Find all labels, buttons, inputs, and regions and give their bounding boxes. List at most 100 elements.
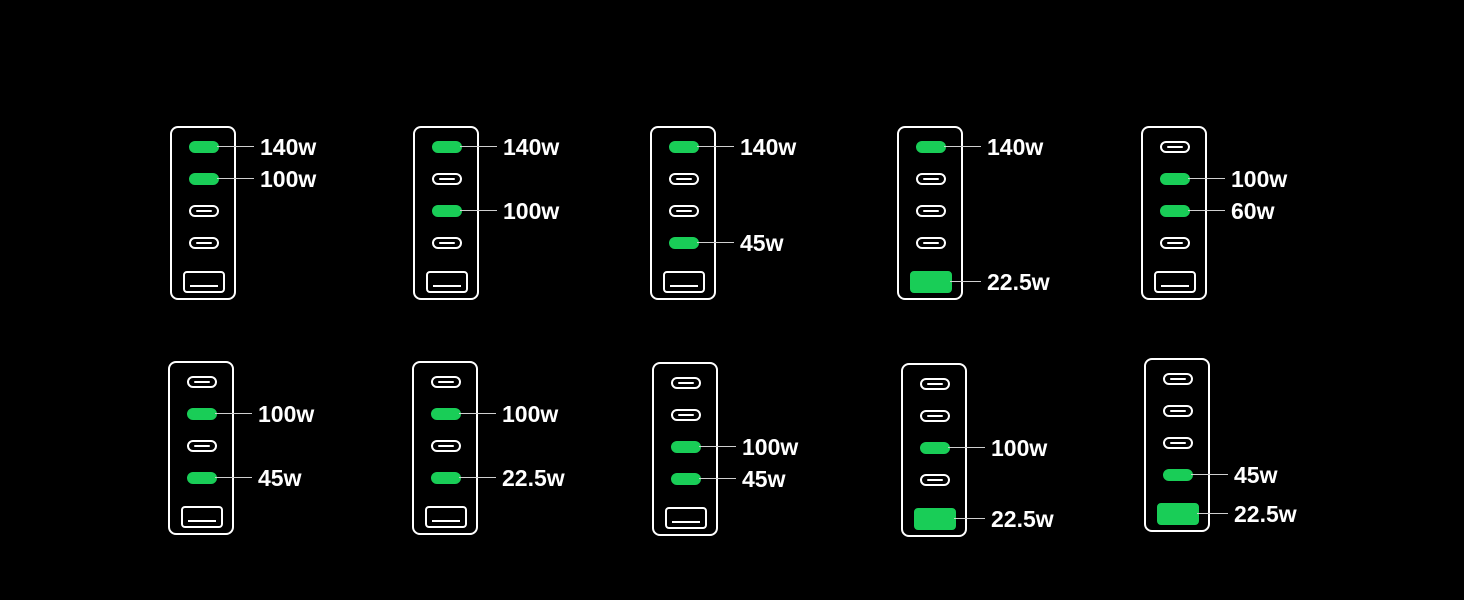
leader-line: [1188, 210, 1225, 211]
leader-line: [217, 146, 254, 147]
usb-c-port-active: [189, 173, 219, 185]
wattage-label: 22.5w: [991, 506, 1054, 532]
charger-config-3: [650, 126, 716, 300]
usb-c-port: [187, 376, 217, 388]
usb-c-port: [1163, 405, 1193, 417]
charger-config-4: [897, 126, 963, 300]
leader-line: [697, 242, 734, 243]
leader-line: [948, 447, 985, 448]
usb-c-port-active: [187, 408, 217, 420]
usb-c-port: [431, 376, 461, 388]
usb-a-port: [425, 506, 467, 528]
usb-c-port: [432, 237, 462, 249]
usb-c-port-active: [431, 472, 461, 484]
wattage-label: 60w: [1231, 198, 1275, 224]
leader-line: [1191, 474, 1228, 475]
charger-config-10: [1144, 358, 1210, 532]
usb-a-port-active: [1157, 503, 1199, 525]
usb-c-port-active: [187, 472, 217, 484]
leader-line: [459, 413, 496, 414]
wattage-label: 100w: [258, 401, 315, 427]
leader-line: [1197, 513, 1228, 514]
usb-a-port-active: [910, 271, 952, 293]
wattage-label: 22.5w: [987, 269, 1050, 295]
usb-c-port: [431, 440, 461, 452]
leader-line: [954, 518, 985, 519]
usb-a-port: [181, 506, 223, 528]
leader-line: [944, 146, 981, 147]
wattage-label: 22.5w: [502, 465, 565, 491]
usb-c-port: [671, 377, 701, 389]
usb-a-port: [183, 271, 225, 293]
wattage-label: 45w: [740, 230, 784, 256]
wattage-label: 100w: [991, 435, 1048, 461]
usb-c-port-active: [671, 441, 701, 453]
leader-line: [460, 146, 497, 147]
wattage-label: 100w: [742, 434, 799, 460]
usb-c-port: [669, 205, 699, 217]
usb-c-port-active: [669, 237, 699, 249]
wattage-label: 100w: [503, 198, 560, 224]
usb-c-port: [432, 173, 462, 185]
usb-a-port: [665, 507, 707, 529]
usb-c-port: [916, 205, 946, 217]
wattage-label: 45w: [742, 466, 786, 492]
charger-config-1: [170, 126, 236, 300]
wattage-label: 140w: [987, 134, 1044, 160]
charger-config-9: [901, 363, 967, 537]
usb-a-port: [426, 271, 468, 293]
usb-c-port-active: [432, 141, 462, 153]
charger-config-7: [412, 361, 478, 535]
wattage-label: 140w: [260, 134, 317, 160]
charger-config-6: [168, 361, 234, 535]
leader-line: [215, 413, 252, 414]
usb-c-port-active: [431, 408, 461, 420]
usb-c-port: [189, 205, 219, 217]
leader-line: [460, 210, 497, 211]
usb-c-port-active: [1163, 469, 1193, 481]
usb-a-port-active: [914, 508, 956, 530]
wattage-label: 140w: [503, 134, 560, 160]
wattage-label: 100w: [1231, 166, 1288, 192]
wattage-label: 45w: [258, 465, 302, 491]
usb-c-port: [920, 378, 950, 390]
usb-c-port: [916, 237, 946, 249]
usb-c-port: [916, 173, 946, 185]
usb-c-port: [920, 474, 950, 486]
leader-line: [699, 478, 736, 479]
usb-c-port-active: [189, 141, 219, 153]
wattage-label: 100w: [502, 401, 559, 427]
leader-line: [217, 178, 254, 179]
usb-c-port-active: [920, 442, 950, 454]
wattage-label: 22.5w: [1234, 501, 1297, 527]
charger-config-2: [413, 126, 479, 300]
usb-c-port: [671, 409, 701, 421]
leader-line: [950, 281, 981, 282]
usb-c-port: [1160, 141, 1190, 153]
usb-c-port-active: [671, 473, 701, 485]
usb-c-port: [187, 440, 217, 452]
usb-c-port-active: [1160, 205, 1190, 217]
leader-line: [697, 146, 734, 147]
leader-line: [699, 446, 736, 447]
usb-c-port: [189, 237, 219, 249]
leader-line: [215, 477, 252, 478]
usb-c-port-active: [1160, 173, 1190, 185]
usb-c-port-active: [432, 205, 462, 217]
usb-c-port: [669, 173, 699, 185]
leader-line: [1188, 178, 1225, 179]
charger-config-8: [652, 362, 718, 536]
wattage-label: 140w: [740, 134, 797, 160]
usb-c-port: [1163, 373, 1193, 385]
charger-config-5: [1141, 126, 1207, 300]
wattage-label: 45w: [1234, 462, 1278, 488]
usb-c-port-active: [669, 141, 699, 153]
usb-c-port-active: [916, 141, 946, 153]
leader-line: [459, 477, 496, 478]
wattage-label: 100w: [260, 166, 317, 192]
usb-a-port: [663, 271, 705, 293]
usb-c-port: [920, 410, 950, 422]
usb-c-port: [1163, 437, 1193, 449]
usb-a-port: [1154, 271, 1196, 293]
usb-c-port: [1160, 237, 1190, 249]
